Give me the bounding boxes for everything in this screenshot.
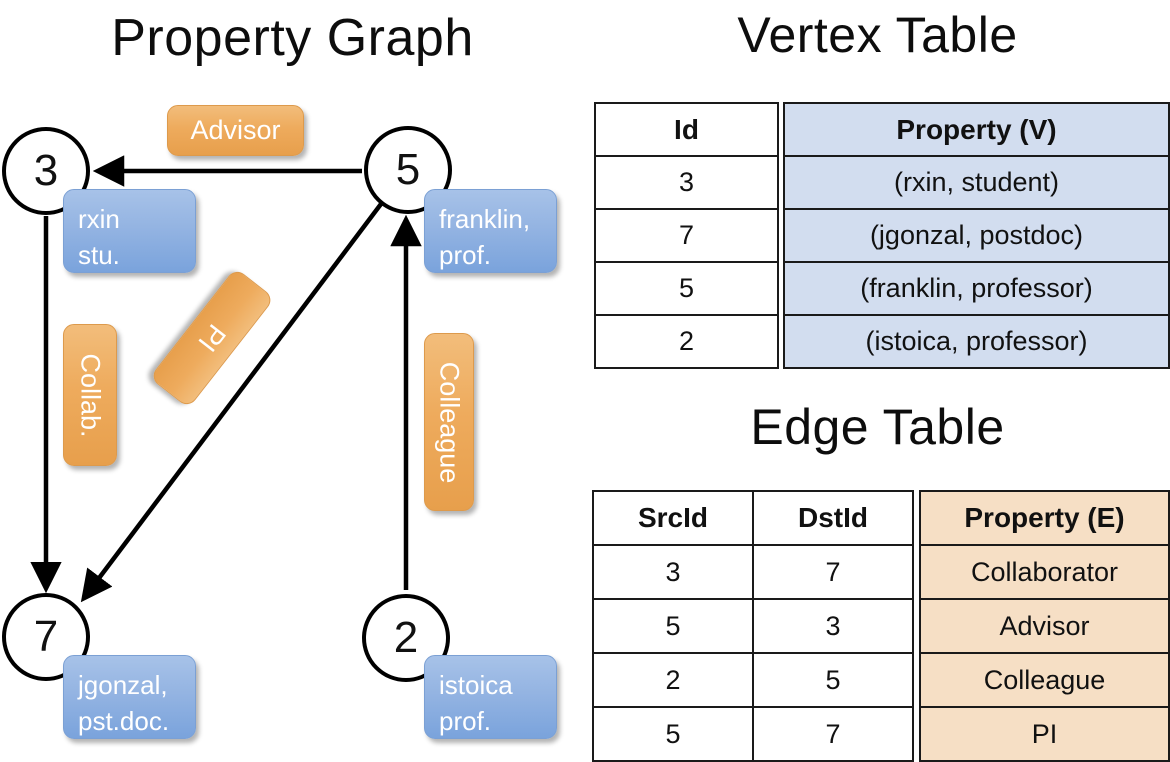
vertex-cell-id: 3 [594,155,779,210]
table-row[interactable]: Collaborator [919,544,1170,600]
edge-cell-dstid: 3 [752,598,914,654]
table-row[interactable]: 5 3 [592,598,914,654]
vertex-cell-property: (franklin, professor) [783,261,1170,316]
edge-cell-srcid: 5 [592,598,754,654]
edge-header-property: Property (E) [919,490,1170,546]
vertex-cell-property: (jgonzal, postdoc) [783,208,1170,263]
edge-header-srcid: SrcId [592,490,754,546]
page-title-property-graph: Property Graph [111,9,474,67]
edge-cell-srcid: 3 [592,544,754,600]
table-header-row: Id [594,102,779,157]
edge-table-id-columns: SrcId DstId 3 7 5 3 2 5 5 7 [592,490,914,762]
table-header-row: Property (V) [783,102,1170,157]
edge-label-colleague-text: Colleague [434,361,465,483]
table-row[interactable]: PI [919,706,1170,762]
graph-node-5[interactable]: 5 [364,126,452,214]
page-title-edge-table: Edge Table [750,399,1005,455]
edge-cell-srcid: 5 [592,706,754,762]
table-header-row: SrcId DstId [592,490,914,546]
table-row[interactable]: 2 5 [592,652,914,708]
table-row[interactable]: (jgonzal, postdoc) [783,208,1170,263]
graph-node-3[interactable]: 3 [2,127,90,215]
table-row[interactable]: Colleague [919,652,1170,708]
vertex-cell-property: (rxin, student) [783,155,1170,210]
vertex-header-id: Id [594,102,779,157]
edge-header-dstid: DstId [752,490,914,546]
node-property-box-5: franklin, prof. [424,189,557,273]
edge-cell-property: Advisor [919,598,1170,654]
vertex-table-property-column: Property (V) (rxin, student) (jgonzal, p… [783,102,1170,369]
vertex-cell-id: 7 [594,208,779,263]
table-row[interactable]: 7 [594,208,779,263]
node-property-box-3: rxin stu. [63,189,196,273]
table-row[interactable]: 3 7 [592,544,914,600]
table-row[interactable]: 3 [594,155,779,210]
table-row[interactable]: (franklin, professor) [783,261,1170,316]
node-property-box-2: istoica prof. [424,655,557,739]
edge-label-collab-text: Collab. [75,352,106,438]
edge-label-colleague: Colleague [424,333,474,511]
edge-label-collab: Collab. [63,324,117,466]
table-row[interactable]: (istoica, professor) [783,314,1170,369]
edge-table-property-column: Property (E) Collaborator Advisor Collea… [919,490,1170,762]
edge-cell-srcid: 2 [592,652,754,708]
edge-cell-dstid: 5 [752,652,914,708]
edge-label-advisor: Advisor [167,105,304,156]
table-header-row: Property (E) [919,490,1170,546]
table-row[interactable]: 5 7 [592,706,914,762]
edge-cell-property: Colleague [919,652,1170,708]
node-property-box-7: jgonzal, pst.doc. [63,655,196,739]
table-row[interactable]: 2 [594,314,779,369]
table-row[interactable]: Advisor [919,598,1170,654]
property-graph-panel: Property Graph Advisor Collab. PI Collea… [0,0,585,760]
edge-label-pi-text: PI [192,319,233,358]
vertex-table-id-column: Id 3 7 5 2 [594,102,779,369]
edge-cell-dstid: 7 [752,706,914,762]
edge-cell-property: PI [919,706,1170,762]
vertex-header-property: Property (V) [783,102,1170,157]
vertex-cell-id: 5 [594,261,779,316]
edge-label-advisor-text: Advisor [190,115,281,145]
edge-label-pi: PI [149,267,275,409]
table-row[interactable]: (rxin, student) [783,155,1170,210]
vertex-cell-id: 2 [594,314,779,369]
page-title-vertex-table: Vertex Table [737,7,1018,63]
edge-cell-property: Collaborator [919,544,1170,600]
edge-cell-dstid: 7 [752,544,914,600]
vertex-cell-property: (istoica, professor) [783,314,1170,369]
table-row[interactable]: 5 [594,261,779,316]
